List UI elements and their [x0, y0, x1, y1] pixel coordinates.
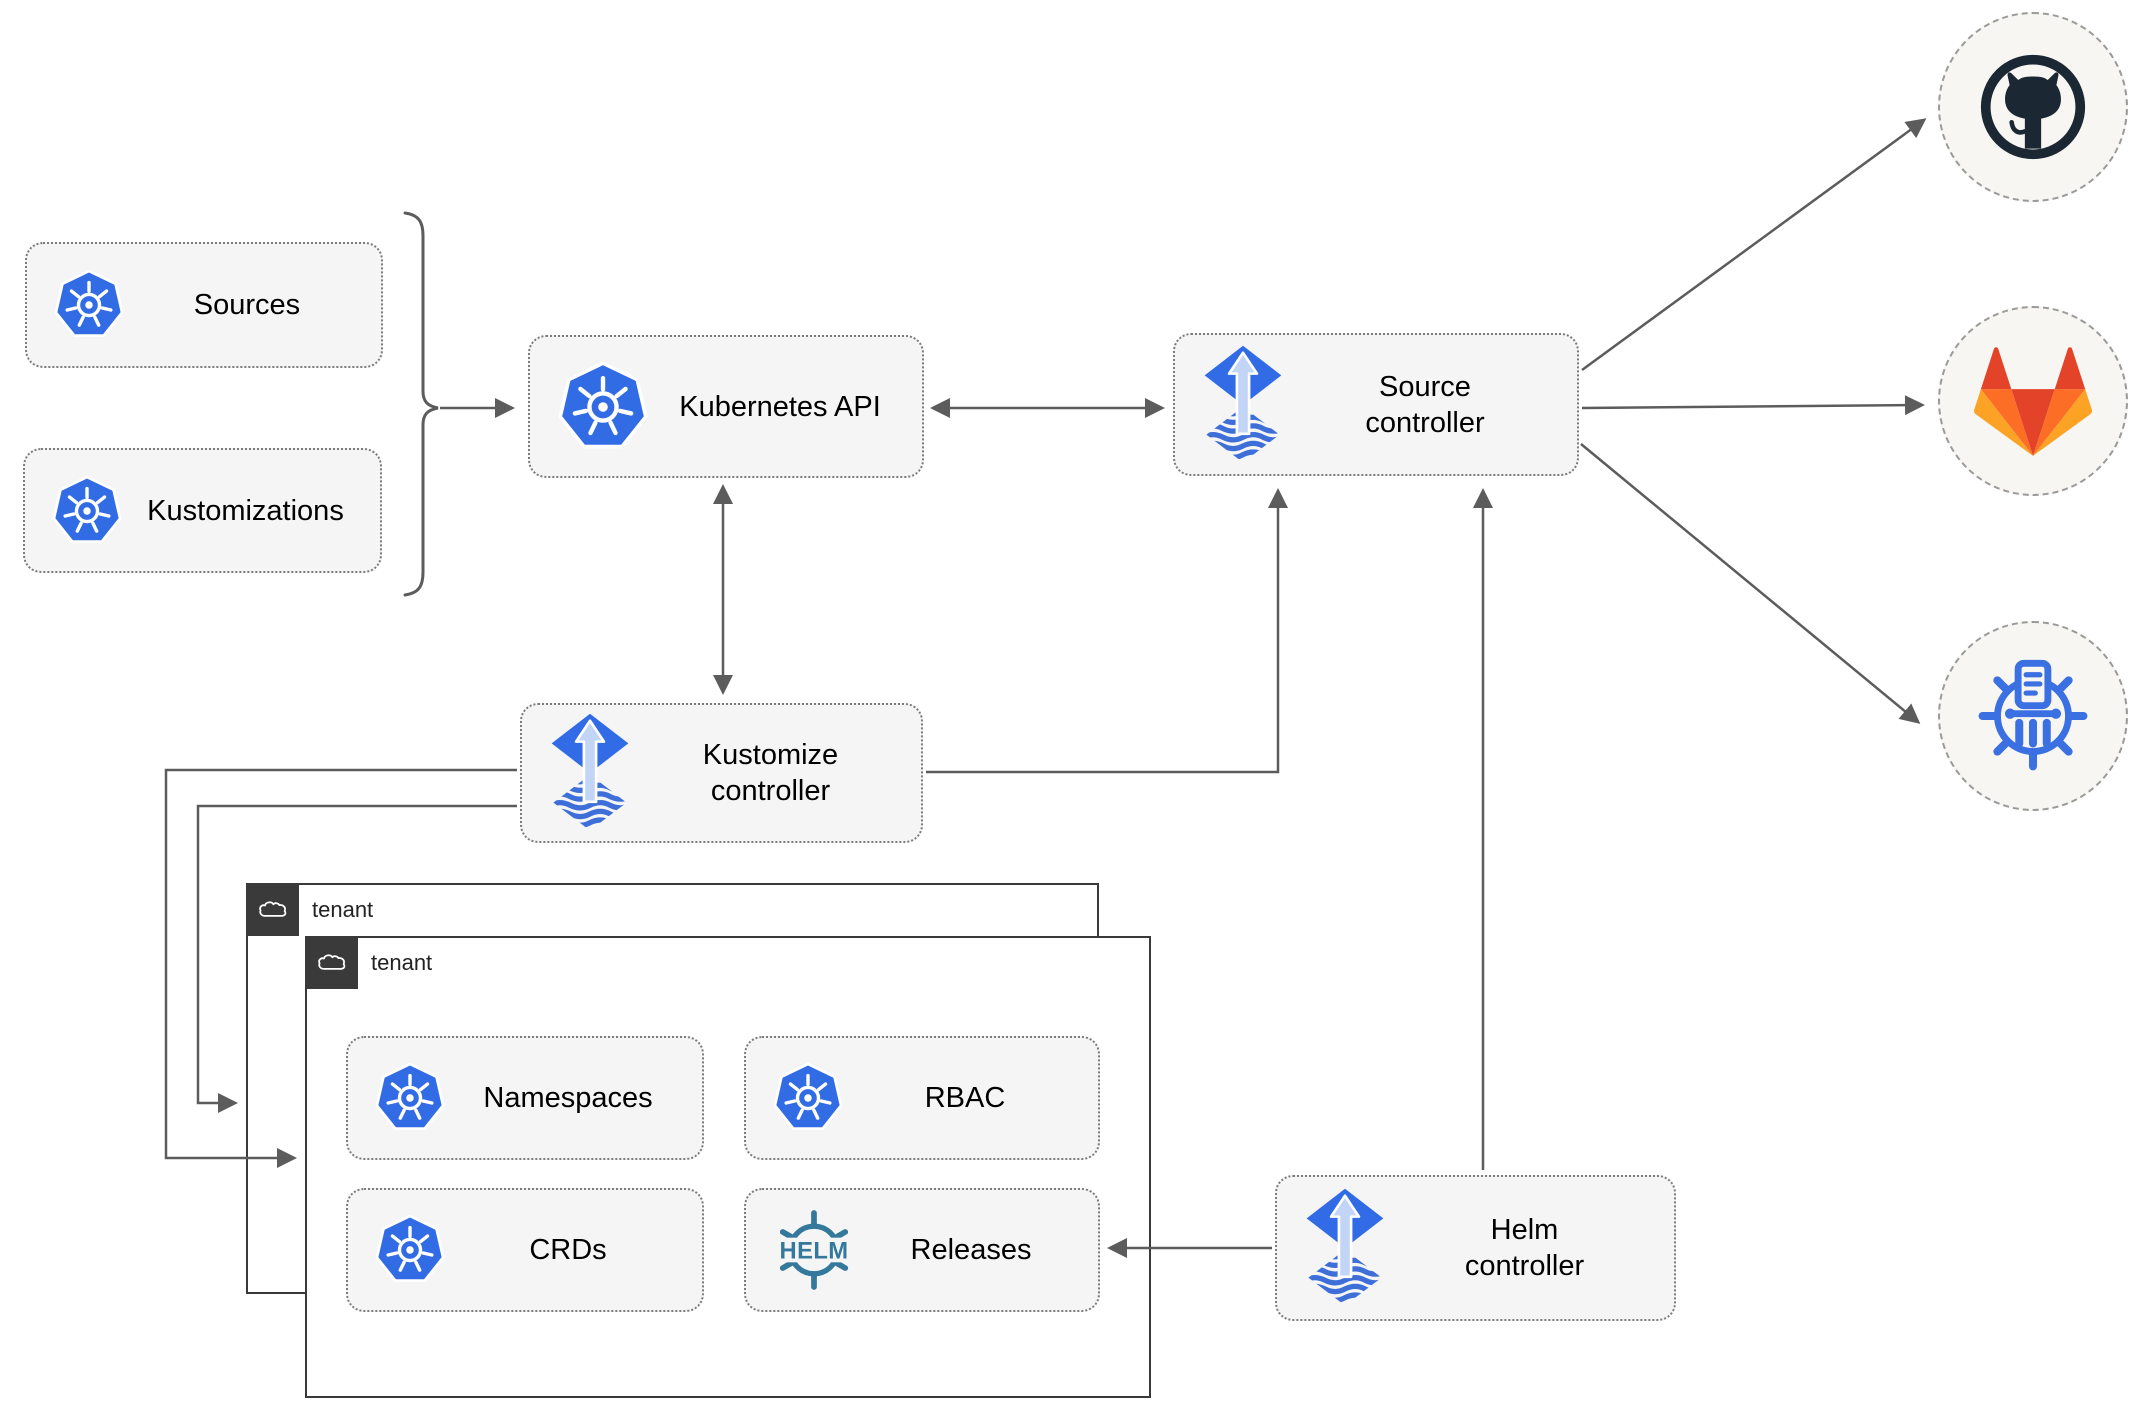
tenant-outer-tab — [246, 883, 299, 936]
crds-label: CRDs — [529, 1234, 607, 1266]
tenant-box-inner: tenant Namespaces RBAC CRDs Releases — [305, 936, 1151, 1398]
node-crds: CRDs — [346, 1188, 704, 1312]
kubernetes-icon — [770, 1060, 846, 1136]
rbac-label: RBAC — [924, 1082, 1006, 1114]
node-namespaces: Namespaces — [346, 1036, 704, 1160]
external-github — [1938, 12, 2128, 202]
tenant-outer-label: tenant — [312, 896, 374, 922]
node-kustomize-controller: Kustomize controller — [520, 703, 923, 843]
node-kustomizations: Kustomizations — [23, 448, 382, 573]
bracket-connector — [403, 211, 439, 597]
releases-label: Releases — [910, 1234, 1032, 1266]
edge-source-controller-to-github — [1581, 118, 1927, 372]
kubernetes-icon — [372, 1212, 448, 1288]
kubernetes-icon — [49, 473, 125, 549]
node-helm-controller: Helm controller — [1275, 1175, 1676, 1321]
kustomizations-label: Kustomizations — [147, 494, 344, 527]
cloud-icon — [316, 951, 348, 974]
source-controller-label: Source controller — [1365, 370, 1485, 439]
chartmuseum-icon — [1970, 653, 2096, 779]
flux-icon — [1199, 344, 1287, 466]
kustomize-controller-label: Kustomize controller — [702, 739, 839, 807]
tenant-inner-label: tenant — [371, 949, 433, 975]
kubernetes-icon — [51, 267, 127, 343]
helm-controller-label: Helm controller — [1464, 1214, 1585, 1282]
flux-icon — [1301, 1187, 1389, 1309]
edge-kustomize-to-source-controller — [926, 488, 1288, 774]
flux-icon — [546, 712, 634, 834]
helm-icon — [770, 1206, 858, 1294]
cloud-icon — [257, 898, 289, 921]
kubernetes-icon — [554, 358, 652, 456]
edge-source-controller-to-chartmuseum — [1580, 443, 1921, 724]
external-gitlab — [1938, 306, 2128, 496]
node-source-controller: Source controller — [1173, 333, 1579, 476]
external-chartmuseum — [1938, 621, 2128, 811]
node-releases: Releases — [744, 1188, 1100, 1312]
tenant-inner-tab — [305, 936, 358, 989]
gitlab-icon — [1974, 347, 2092, 456]
node-sources: Sources — [25, 242, 383, 368]
namespaces-label: Namespaces — [483, 1082, 653, 1114]
node-kubernetes-api: Kubernetes API — [528, 335, 924, 478]
kubernetes-api-label: Kubernetes API — [679, 390, 881, 423]
github-icon — [1972, 46, 2094, 168]
kubernetes-icon — [372, 1060, 448, 1136]
sources-label: Sources — [193, 289, 301, 321]
edge-source-controller-to-gitlab — [1581, 395, 1925, 416]
node-rbac: RBAC — [744, 1036, 1100, 1160]
